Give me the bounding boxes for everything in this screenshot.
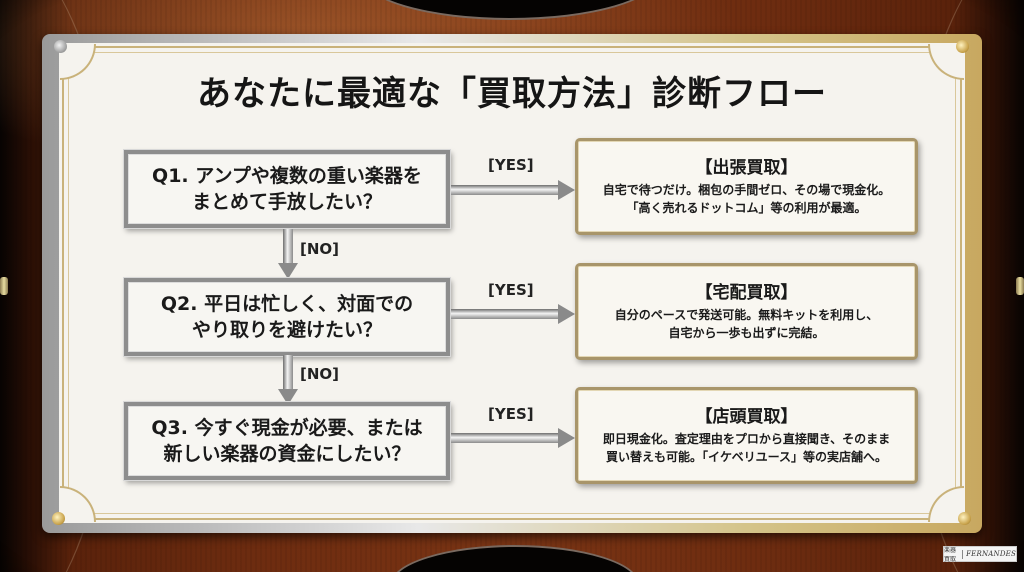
result-text: 買い替えも可能。「イケベリユース」等の実店舗へ。	[605, 450, 888, 464]
yes-label: [YES]	[488, 156, 534, 174]
logo-brand: FERNANDES	[966, 550, 1016, 558]
result-text: 自分のペースで発送可能。無料キットを利用し、	[614, 308, 879, 322]
question-line: Q3. 今すぐ現金が必要、または	[151, 417, 423, 439]
result-title: 【出張買取】	[695, 158, 798, 178]
result-text: 「高く売れるドットコム」等の利用が最適。	[626, 201, 867, 215]
screw-icon	[52, 512, 65, 525]
page-title: あなたに最適な「買取方法」診断フロー	[197, 74, 827, 114]
no-arrow-down-icon	[278, 355, 298, 405]
result-text: 自宅から一歩も出ずに完結。	[668, 326, 825, 340]
question-line: Q1. アンプや複数の重い楽器を	[152, 165, 422, 187]
logo-left-text: 楽器買取	[944, 547, 957, 563]
screw-icon	[54, 40, 67, 53]
screw-icon	[956, 40, 969, 53]
result-title: 【宅配買取】	[695, 283, 798, 303]
result-box-store: 【店頭買取】 即日現金化。査定理由をプロから直接聞き、そのまま 買い替えも可能。…	[575, 387, 918, 484]
question-box-2: Q2. 平日は忙しく、対面での やり取りを避けたい？	[124, 278, 450, 356]
question-box-1: Q1. アンプや複数の重い楽器を まとめて手放したい？	[124, 150, 450, 228]
screw-icon	[958, 512, 971, 525]
strap-pin-left-icon	[0, 277, 8, 295]
yes-label: [YES]	[488, 405, 534, 423]
yes-arrow-icon	[451, 304, 575, 324]
result-text: 自宅で待つだけ。梱包の手間ゼロ、その場で現金化。	[602, 183, 891, 197]
brand-logo: 楽器買取 FERNANDES	[943, 546, 1017, 563]
yes-label: [YES]	[488, 281, 534, 299]
question-line: 新しい楽器の資金にしたい？	[163, 443, 411, 465]
result-box-delivery: 【宅配買取】 自分のペースで発送可能。無料キットを利用し、 自宅から一歩も出ずに…	[575, 263, 918, 360]
logo-divider	[962, 549, 964, 559]
result-text: 即日現金化。査定理由をプロから直接聞き、そのまま	[602, 432, 891, 446]
yes-arrow-icon	[451, 428, 575, 448]
yes-arrow-icon	[451, 180, 575, 200]
no-label: [NO]	[300, 240, 340, 258]
no-label: [NO]	[300, 365, 340, 383]
strap-pin-right-icon	[1016, 277, 1024, 295]
question-line: やり取りを避けたい？	[191, 319, 382, 341]
result-title: 【店頭買取】	[695, 407, 798, 427]
question-line: Q2. 平日は忙しく、対面での	[160, 293, 414, 315]
result-box-home-visit: 【出張買取】 自宅で待つだけ。梱包の手間ゼロ、その場で現金化。 「高く売れるドッ…	[575, 138, 918, 235]
question-line: まとめて手放したい？	[191, 191, 382, 213]
question-box-3: Q3. 今すぐ現金が必要、または 新しい楽器の資金にしたい？	[124, 402, 450, 480]
no-arrow-down-icon	[278, 229, 298, 279]
